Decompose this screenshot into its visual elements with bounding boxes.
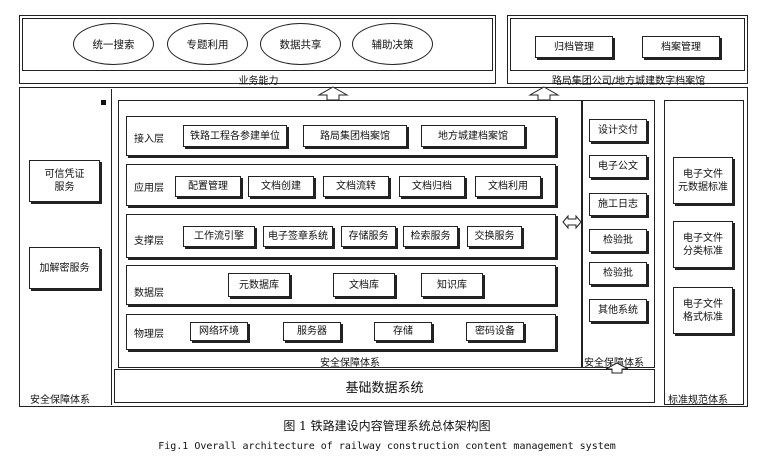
oval-decision-support: 辅助决策 bbox=[352, 23, 433, 65]
box-construction-log: 施工日志 bbox=[589, 193, 647, 216]
box-construction-units: 铁路工程各参建单位 bbox=[183, 125, 287, 147]
business-panel: 统一搜索 专题利用 数据共享 辅助决策 业务能力 bbox=[19, 15, 496, 87]
box-metadata-standard: 电子文件 元数据标准 bbox=[673, 157, 733, 204]
archive-hall-panel: 归档管理 档案管理 路局集团公司/地方城建数字档案馆 bbox=[507, 15, 748, 87]
layer-application: 应用层 配置管理 文档创建 文档流转 文档归档 文档利用 bbox=[126, 164, 556, 206]
box-storage-service: 存储服务 bbox=[341, 226, 396, 247]
sources-label: 安全保障体系 bbox=[584, 358, 644, 369]
box-local-archive: 地方城建档案馆 bbox=[421, 125, 525, 147]
box-e-signature: 电子签章系统 bbox=[263, 226, 333, 247]
layer-support: 支撑层 工作流引擎 电子签章系统 存储服务 检索服务 交换服务 bbox=[126, 214, 556, 258]
box-document-db: 文档库 bbox=[333, 273, 395, 297]
box-filing-management: 归档管理 bbox=[535, 36, 613, 58]
security-left-panel bbox=[21, 89, 112, 405]
box-server: 服务器 bbox=[283, 322, 341, 341]
layer-physical-label: 物理层 bbox=[134, 329, 164, 340]
box-exchange-service: 交换服务 bbox=[467, 226, 522, 247]
box-storage: 存储 bbox=[374, 322, 432, 341]
base-data-panel bbox=[114, 369, 655, 403]
caption-zh: 图 1 铁路建设内容管理系统总体架构图 bbox=[283, 419, 491, 433]
layer-physical: 物理层 网络环境 服务器 存储 密码设备 bbox=[126, 314, 556, 350]
box-classification-standard: 电子文件 分类标准 bbox=[673, 221, 733, 268]
caption-en: Fig.1 Overall architecture of railway co… bbox=[158, 441, 616, 452]
box-design-delivery: 设计交付 bbox=[589, 119, 647, 142]
box-other-systems: 其他系统 bbox=[589, 299, 647, 322]
box-trusted-credential: 可信凭证 服务 bbox=[29, 160, 100, 202]
up-arrow-base-data bbox=[605, 362, 629, 374]
box-knowledge-db: 知识库 bbox=[421, 273, 483, 297]
box-doc-filing: 文档归档 bbox=[399, 176, 465, 197]
up-arrow-business bbox=[317, 86, 349, 101]
box-bureau-archive: 路局集团档案馆 bbox=[303, 125, 407, 147]
box-e-document: 电子公文 bbox=[589, 155, 647, 178]
box-archive-management: 档案管理 bbox=[642, 36, 720, 58]
box-encryption-service: 加解密服务 bbox=[29, 247, 100, 289]
security-left-marker bbox=[101, 100, 106, 105]
security-left-label: 安全保障体系 bbox=[30, 395, 90, 406]
layer-access-label: 接入层 bbox=[134, 134, 164, 145]
box-doc-use: 文档利用 bbox=[475, 176, 541, 197]
layer-support-label: 支撑层 bbox=[134, 236, 164, 247]
oval-topic-use: 专题利用 bbox=[167, 23, 248, 65]
layer-application-label: 应用层 bbox=[134, 183, 164, 194]
box-workflow-engine: 工作流引擎 bbox=[183, 226, 255, 247]
layer-data: 数据层 元数据库 文档库 知识库 bbox=[126, 265, 556, 305]
base-data-label: 基础数据系统 bbox=[345, 381, 424, 396]
layer-data-label: 数据层 bbox=[134, 288, 164, 299]
box-inspection-lot-1: 检验批 bbox=[589, 229, 647, 252]
box-crypto-device: 密码设备 bbox=[466, 322, 524, 341]
center-security-label: 安全保障体系 bbox=[320, 358, 380, 369]
box-search-service: 检索服务 bbox=[403, 226, 458, 247]
oval-unified-search: 统一搜索 bbox=[73, 23, 154, 65]
oval-data-sharing: 数据共享 bbox=[260, 23, 341, 65]
layer-access: 接入层 铁路工程各参建单位 路局集团档案馆 地方城建档案馆 bbox=[126, 116, 556, 156]
business-label: 业务能力 bbox=[238, 76, 279, 87]
archive-hall-label: 路局集团公司/地方城建数字档案馆 bbox=[551, 76, 706, 87]
box-doc-flow: 文档流转 bbox=[323, 176, 389, 197]
double-arrow-sources bbox=[562, 214, 582, 230]
up-arrow-archive bbox=[528, 86, 560, 101]
box-network: 网络环境 bbox=[190, 322, 248, 341]
box-config-management: 配置管理 bbox=[175, 176, 241, 197]
box-inspection-lot-2: 检验批 bbox=[589, 262, 647, 285]
box-format-standard: 电子文件 格式标准 bbox=[673, 287, 733, 334]
box-doc-create: 文档创建 bbox=[248, 176, 314, 197]
standards-label: 标准规范体系 bbox=[668, 395, 728, 406]
box-metadata-db: 元数据库 bbox=[228, 273, 290, 297]
